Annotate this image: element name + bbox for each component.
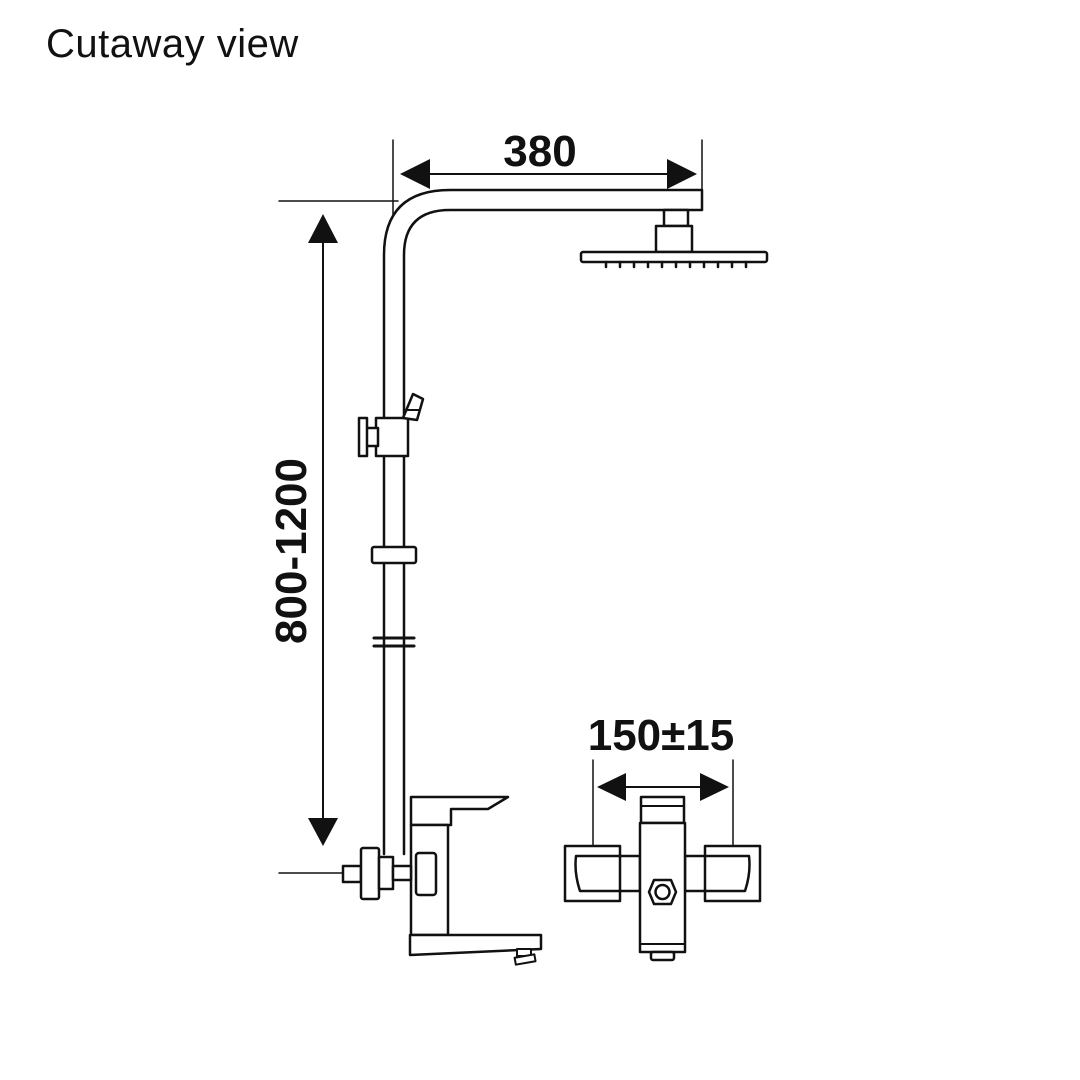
hand-shower-holder (357, 392, 425, 458)
mixer-side-view (341, 795, 543, 966)
spacing-dimension-label: 150±15 (588, 711, 735, 760)
wall-flange (359, 846, 381, 901)
height-dimension-label: 800-1200 (267, 458, 316, 644)
riser-pipe (382, 188, 704, 856)
arrowhead-up-icon (308, 214, 338, 243)
holder-bracket (374, 416, 410, 458)
arrowhead-left-icon (597, 773, 626, 801)
width-dimension: 380 (392, 127, 703, 216)
shower-head-neck (654, 224, 694, 254)
right-flange-inner (683, 854, 751, 893)
mixer-front-view (563, 795, 762, 962)
page-title: Cutaway view (46, 22, 299, 66)
height-dimension: 800-1200 (267, 200, 399, 874)
arrowhead-left-icon (400, 159, 430, 189)
arrowhead-down-icon (308, 818, 338, 846)
shower-head-nozzles (604, 260, 748, 269)
pipe-clamp (370, 545, 418, 570)
inlet-pipe (391, 864, 413, 882)
shower-head (579, 208, 769, 269)
holder-knob-cap (357, 416, 369, 458)
front-mixer-body (638, 821, 687, 954)
shower-arm-connector (662, 208, 690, 228)
left-flange-inner (574, 854, 642, 893)
mixer-side-cap (414, 851, 438, 897)
front-outlet (649, 950, 676, 962)
shower-head-plate (579, 250, 769, 264)
front-handle-top (639, 795, 686, 825)
arrowhead-right-icon (667, 159, 697, 189)
right-wall-flange (703, 844, 762, 903)
arrowhead-right-icon (700, 773, 729, 801)
diverter-knob (513, 953, 537, 966)
eccentric-nut (377, 855, 395, 891)
mixer-spout (408, 933, 543, 957)
clamp-body (370, 545, 418, 565)
telescopic-joint (372, 636, 416, 648)
wall-connector (341, 864, 363, 884)
width-dimension-label: 380 (503, 127, 576, 176)
left-wall-flange (563, 844, 622, 903)
riser-pipe-outline (382, 188, 704, 856)
mixer-lever-handle (409, 795, 510, 827)
spacing-dimension: 150±15 (588, 711, 735, 846)
hand-shower-nozzle (401, 392, 425, 422)
front-nut-center (654, 883, 671, 901)
